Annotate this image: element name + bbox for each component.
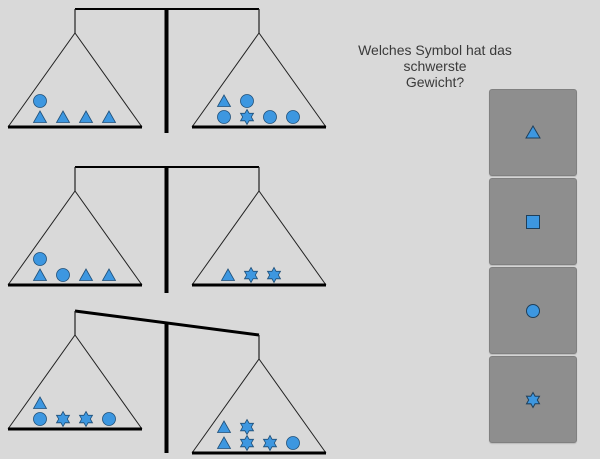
- circle-weight: [263, 110, 277, 124]
- answer-button-triangle[interactable]: [489, 89, 577, 176]
- triangle-weight: [216, 94, 232, 107]
- left-pan-sides: [7, 32, 143, 128]
- triangle-icon: [525, 124, 541, 138]
- circle-weight: [33, 94, 47, 108]
- right-pan-sides: [191, 190, 327, 286]
- question-line-1: Welches Symbol hat das schwerste: [358, 42, 512, 74]
- circle-weight: [217, 110, 231, 124]
- triangle-weight: [55, 110, 71, 123]
- star-weight: [243, 266, 259, 284]
- answer-button-circle[interactable]: [489, 267, 577, 354]
- star-weight: [239, 108, 255, 126]
- triangle-weight: [32, 110, 48, 123]
- star-weight: [262, 434, 278, 452]
- triangle-weight: [101, 110, 117, 123]
- square-icon: [526, 214, 540, 229]
- triangle-weight: [78, 268, 94, 281]
- triangle-weight: [101, 268, 117, 281]
- circle-weight: [33, 252, 47, 266]
- circle-weight: [33, 412, 47, 426]
- circle-weight: [56, 268, 70, 282]
- circle-weight: [240, 94, 254, 108]
- right-pan-sides: [191, 32, 327, 128]
- answer-button-square[interactable]: [489, 178, 577, 265]
- answer-options: [489, 89, 577, 445]
- star-weight: [239, 418, 255, 436]
- triangle-weight: [32, 396, 48, 409]
- question-line-2: Gewicht?: [405, 74, 465, 90]
- star-weight: [55, 410, 71, 428]
- triangle-weight: [78, 110, 94, 123]
- balance-scales: [7, 8, 327, 455]
- question-text: Welches Symbol hat das schwerste Gewicht…: [330, 42, 540, 90]
- triangle-weight: [32, 268, 48, 281]
- left-pan-sides: [7, 334, 143, 430]
- right-pan-sides: [191, 358, 327, 454]
- triangle-weight: [216, 436, 232, 449]
- star-weight: [239, 434, 255, 452]
- triangle-weight: [220, 268, 236, 281]
- triangle-weight: [216, 420, 232, 433]
- circle-icon: [526, 303, 540, 318]
- star-weight: [266, 266, 282, 284]
- circle-weight: [102, 412, 116, 426]
- star-icon: [525, 390, 541, 409]
- star-weight: [78, 410, 94, 428]
- circle-weight: [286, 436, 300, 450]
- answer-button-star[interactable]: [489, 356, 577, 443]
- left-pan-sides: [7, 190, 143, 286]
- circle-weight: [286, 110, 300, 124]
